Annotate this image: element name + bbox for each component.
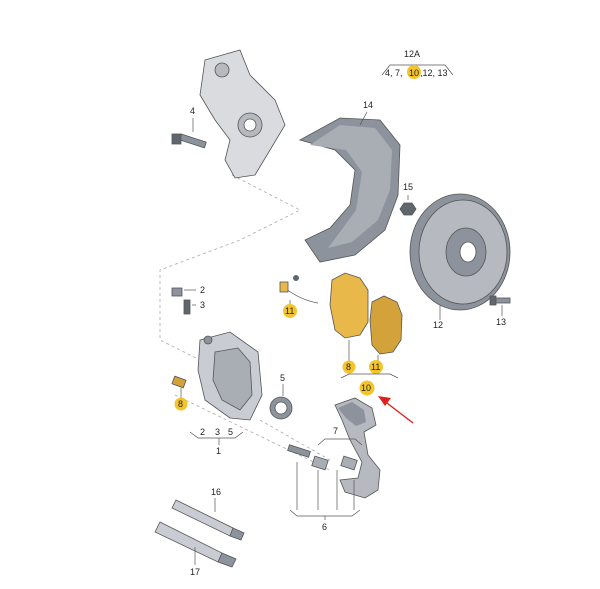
caliper-carrier [334, 397, 381, 499]
label-caliper-group: 1 [216, 446, 221, 456]
shield-bolt: 15 [399, 182, 417, 216]
disc-screw: 13 [489, 295, 511, 327]
label-guide-sleeve: 7 [333, 426, 338, 436]
caliper-group-item-2: 5 [228, 427, 233, 437]
label-grease-small: 16 [211, 487, 221, 497]
caliper-bolt-badge [174, 397, 188, 411]
caliper-small-parts: 2 3 [171, 285, 205, 315]
kit-ref-highlight-badge [407, 65, 421, 79]
caliper-group: 2 3 5 1 [189, 427, 244, 456]
label-grease-large: 17 [190, 567, 200, 577]
label-guide-group: 6 [322, 522, 327, 532]
pad-set-badge [359, 380, 375, 396]
pad-labels: 8 11 10 [340, 340, 399, 396]
label-caliper-bolt: 8 [178, 399, 183, 409]
brake-caliper [197, 331, 263, 421]
knuckle-bolt: 4 [171, 106, 207, 149]
brake-pads [329, 272, 403, 355]
label-disc-screw: 13 [496, 317, 506, 327]
kit-ref-items-post: ,12, 13 [420, 68, 448, 78]
splash-shield: 14 [298, 100, 401, 263]
kit-ref-highlight: 10 [409, 68, 419, 78]
label-knuckle-bolt: 4 [190, 106, 195, 116]
caliper-bolt: 8 [171, 375, 188, 411]
label-kit-ref: 12A [404, 49, 420, 59]
steering-knuckle [199, 49, 286, 179]
label-splash-shield: 14 [363, 100, 373, 110]
piston-seal: 5 [269, 373, 293, 420]
wear-sensor-badge [283, 304, 297, 318]
caliper-group-item-1: 3 [215, 427, 220, 437]
kit-ref-items-pre: 4, 7, [385, 68, 403, 78]
grease-tubes: 16 17 [154, 487, 245, 577]
label-pad-set: 10 [361, 383, 371, 393]
label-guide-pin-cap: 2 [200, 285, 205, 295]
pads-inner-badge [369, 360, 383, 374]
caliper-group-item-0: 2 [200, 427, 205, 437]
wear-sensor: 11 [279, 275, 319, 318]
label-wear-sensor: 11 [285, 306, 294, 316]
brake-disc: 12 [409, 193, 511, 330]
label-brake-disc: 12 [433, 320, 443, 330]
label-piston-seal: 5 [280, 373, 285, 383]
label-bleed-screw: 3 [200, 300, 205, 310]
label-shield-bolt: 15 [403, 182, 413, 192]
guide-pins: 7 6 [287, 426, 363, 532]
label-pads-outer: 8 [346, 362, 351, 372]
pads-outer-badge [342, 360, 356, 374]
assembly-guides [159, 174, 331, 471]
label-pads-inner: 11 [371, 362, 380, 372]
pointer-arrow [378, 396, 414, 424]
kit-reference: 12A 4, 7, 10 ,12, 13 [381, 49, 454, 79]
